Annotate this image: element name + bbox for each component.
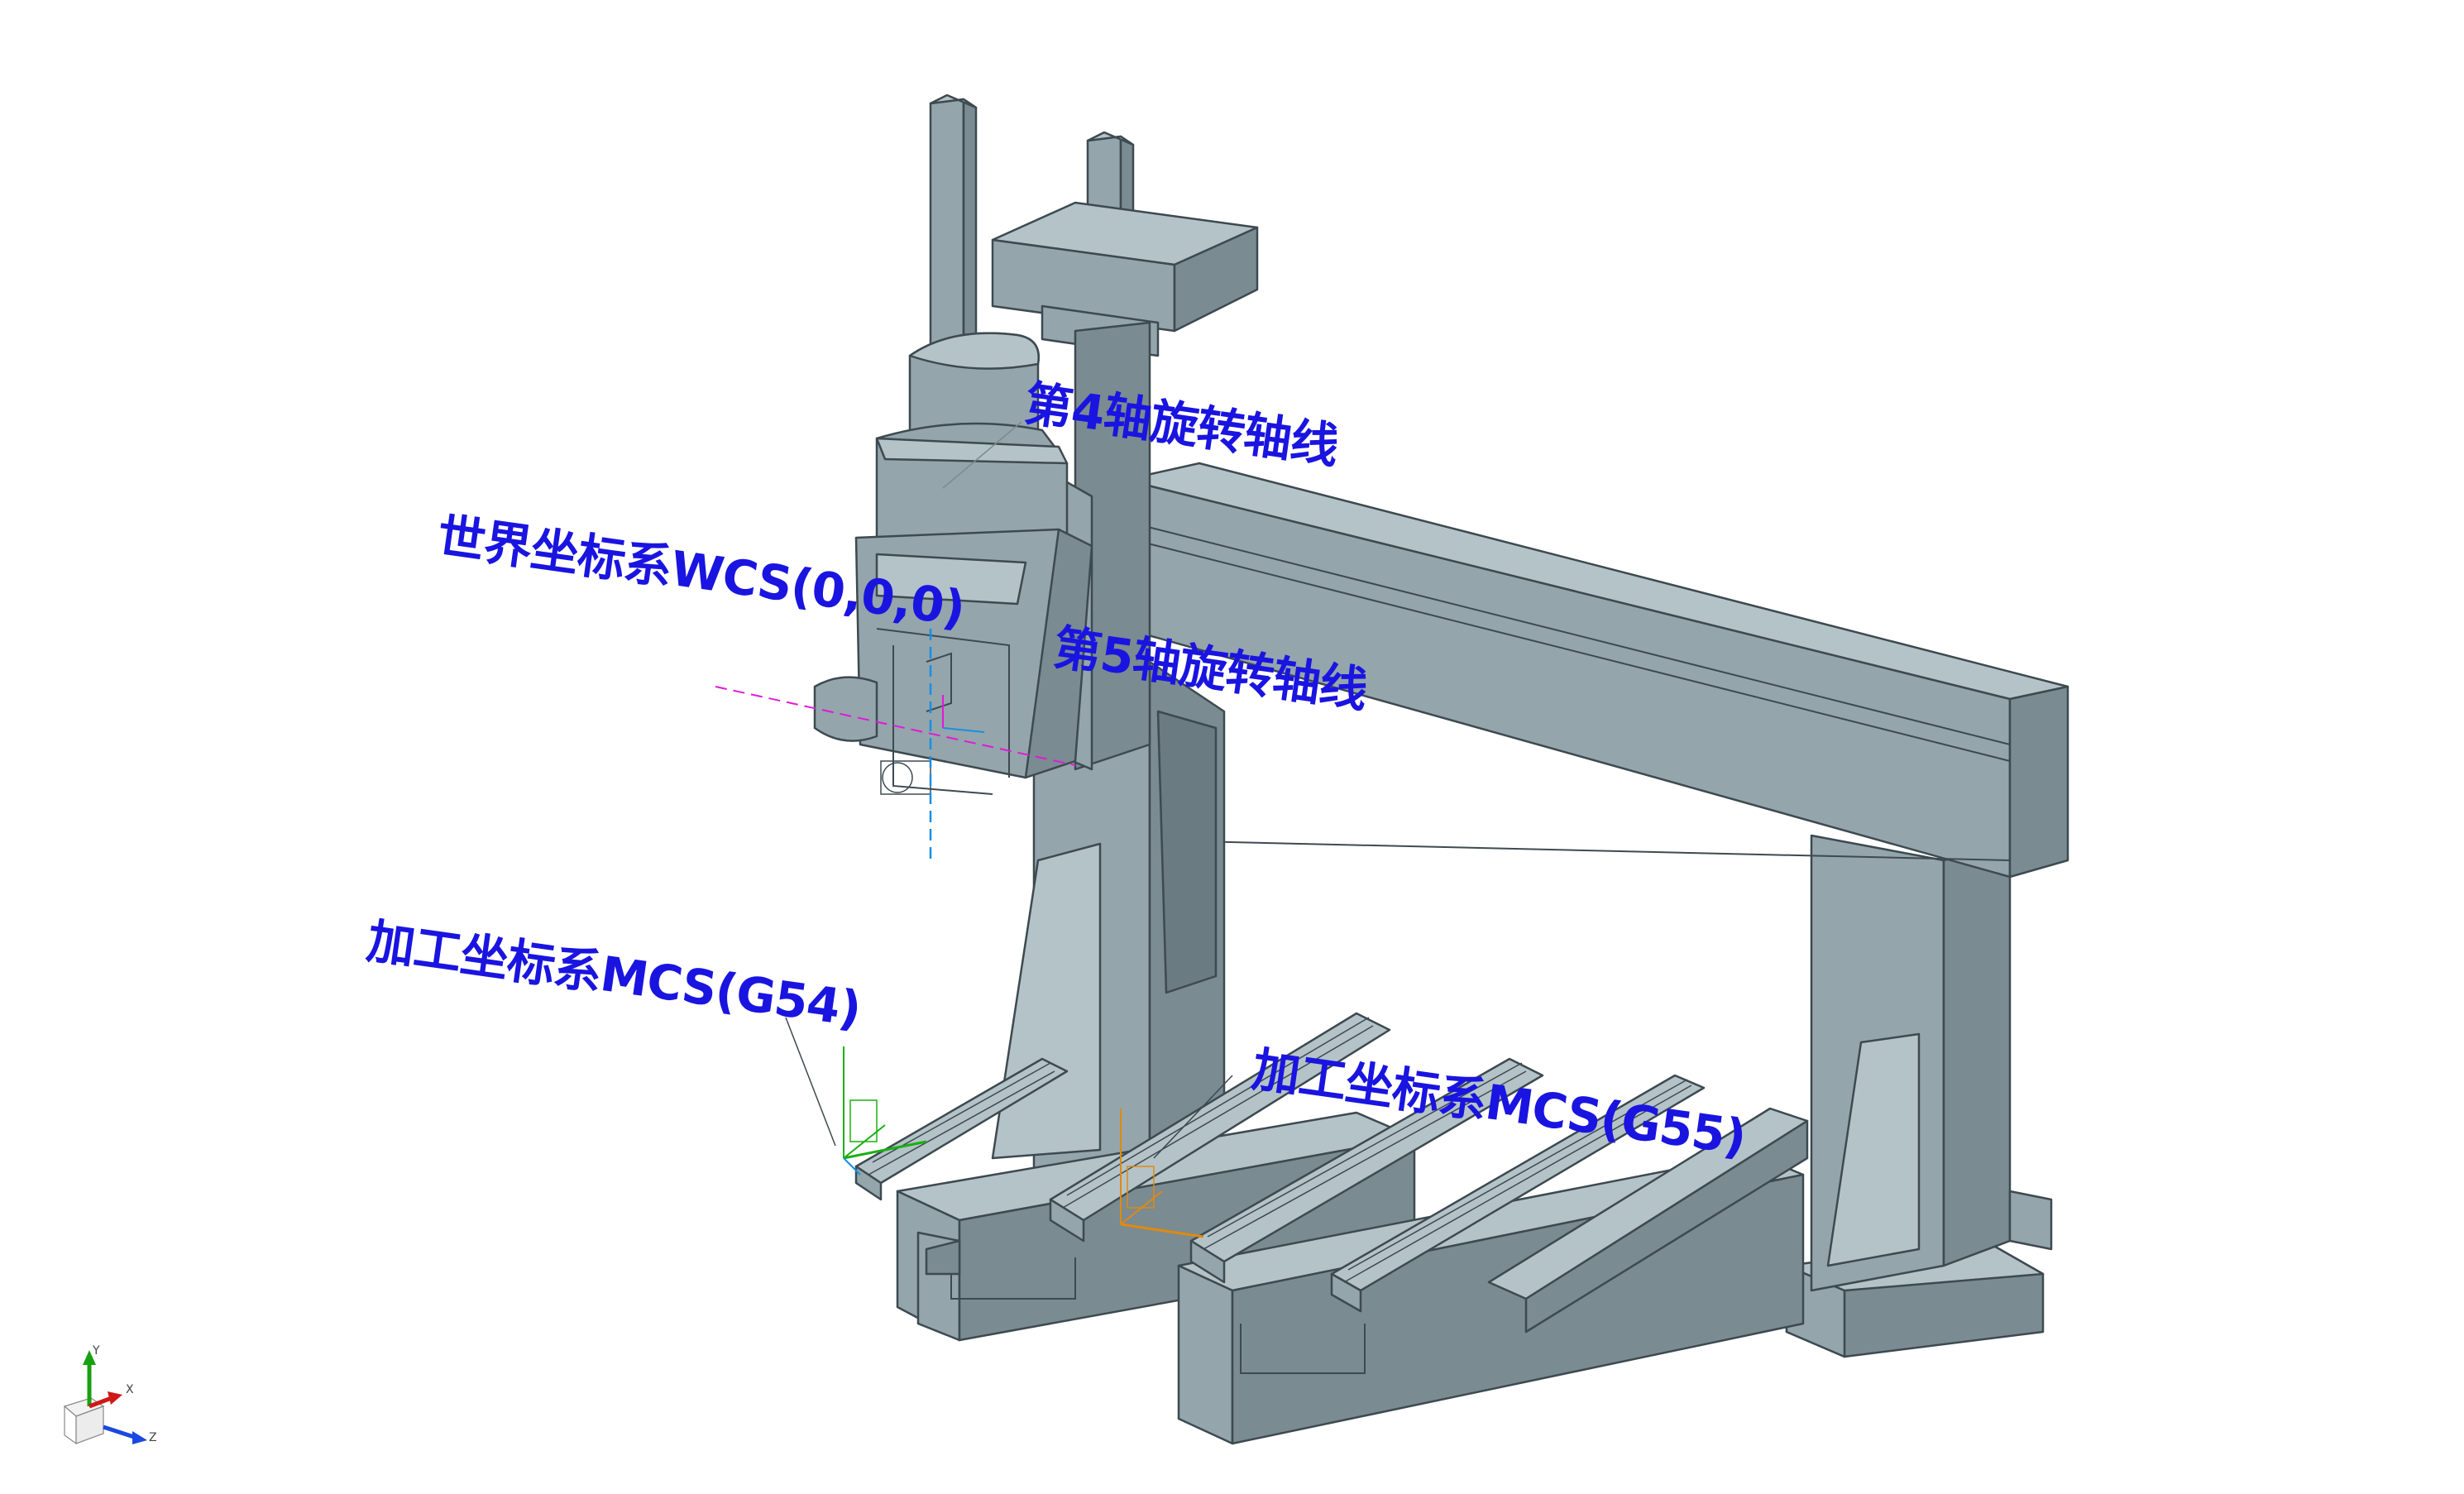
view-triad-z-label: Z <box>149 1431 157 1444</box>
right-leg <box>1785 834 2053 1358</box>
crossbeam <box>1123 462 2069 879</box>
wcs-axis-lines <box>715 629 1076 860</box>
worktable-3 <box>1189 1057 1544 1284</box>
view-triad-y-label: Y <box>93 1344 100 1358</box>
view-triad-x-label: X <box>126 1383 134 1396</box>
worktable-2 <box>1049 1012 1391 1243</box>
right-bed-rail <box>1487 1107 1809 1334</box>
g55-triad <box>1120 1109 1204 1238</box>
left-leg <box>991 660 1226 1176</box>
g54-triad <box>843 1046 927 1176</box>
view-triad[interactable] <box>63 1350 147 1445</box>
spindle-head <box>813 332 1093 795</box>
leader-lines <box>785 421 1233 1159</box>
worktable-4 <box>1330 1074 1706 1313</box>
